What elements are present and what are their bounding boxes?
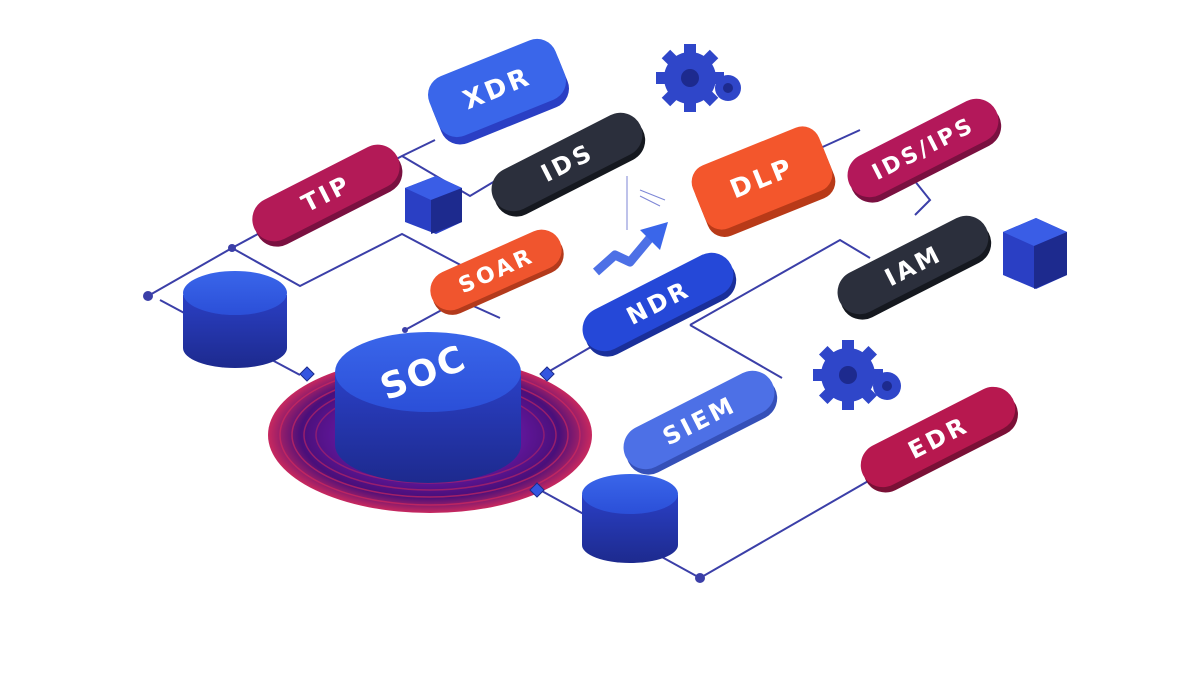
node-tip: TIP — [252, 144, 403, 247]
ring-connector-cubes — [299, 366, 555, 498]
gear-icon — [813, 340, 901, 410]
node-iam: IAM — [837, 215, 992, 320]
trend-arrow-icon — [592, 176, 668, 276]
node-dlp: DLP — [691, 126, 836, 237]
storage-cylinder-left — [183, 271, 287, 368]
soc-cylinder: SOC — [335, 332, 521, 483]
cube-icon — [405, 176, 462, 234]
junction-dots — [143, 244, 705, 583]
node-siem: SIEM — [623, 370, 778, 475]
node-ids-ips: IDS/IPS — [847, 98, 1002, 203]
storage-cylinder-bottom — [582, 474, 678, 563]
gear-icon — [656, 44, 741, 112]
node-soar: SOAR — [430, 229, 564, 315]
node-xdr: XDR — [427, 38, 569, 145]
cube-icon — [1003, 218, 1067, 289]
node-ids: IDS — [491, 112, 646, 217]
